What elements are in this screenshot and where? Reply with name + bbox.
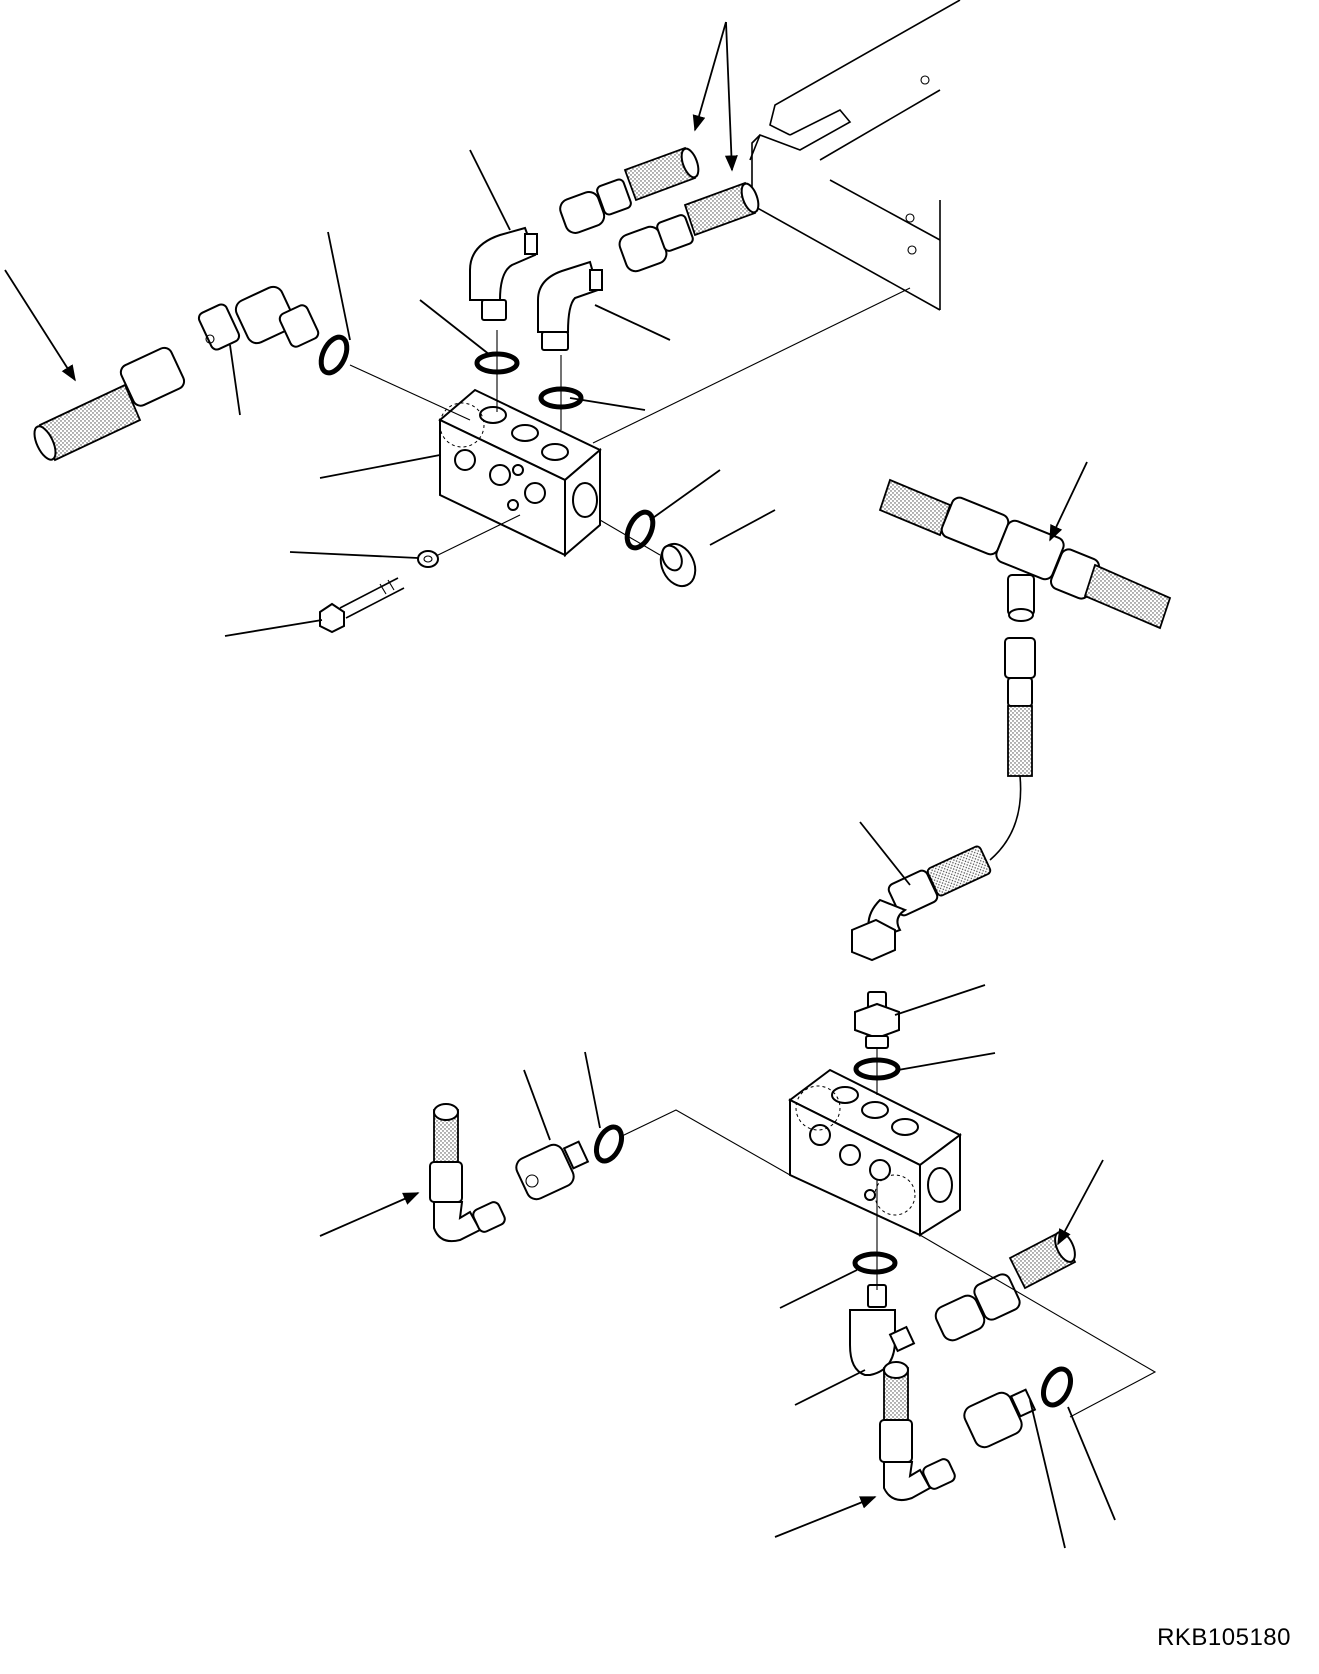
plug (659, 542, 697, 588)
lower-right-hose (934, 1230, 1077, 1342)
upper-elbow-1 (469, 226, 538, 321)
upper-left-elbow (197, 285, 320, 351)
figure-reference-code: RKB105180 (1157, 1624, 1291, 1651)
upper-manifold-block (438, 388, 602, 558)
tee-fitting (878, 478, 1172, 630)
bottom-elbow-hose (879, 1361, 956, 1501)
leader-lines (224, 149, 1116, 1549)
upper-hose-1 (559, 146, 700, 234)
lower-right-elbow (849, 1284, 916, 1376)
upper-left-hose (33, 346, 186, 462)
frame-bracket (749, 0, 961, 311)
lower-left-elbow-hose (429, 1103, 506, 1243)
assembly-center-lines (349, 287, 1157, 1418)
upper-elbow-2 (537, 260, 603, 351)
lower-manifold-block (788, 1068, 962, 1237)
upper-hose-2 (618, 181, 760, 273)
lower-left-connector (515, 1140, 590, 1201)
bolt (319, 577, 405, 634)
bottom-connector (963, 1388, 1037, 1449)
flex-hose (851, 637, 1036, 962)
nipple (854, 991, 900, 1049)
pointer-arrows (4, 21, 1104, 1538)
